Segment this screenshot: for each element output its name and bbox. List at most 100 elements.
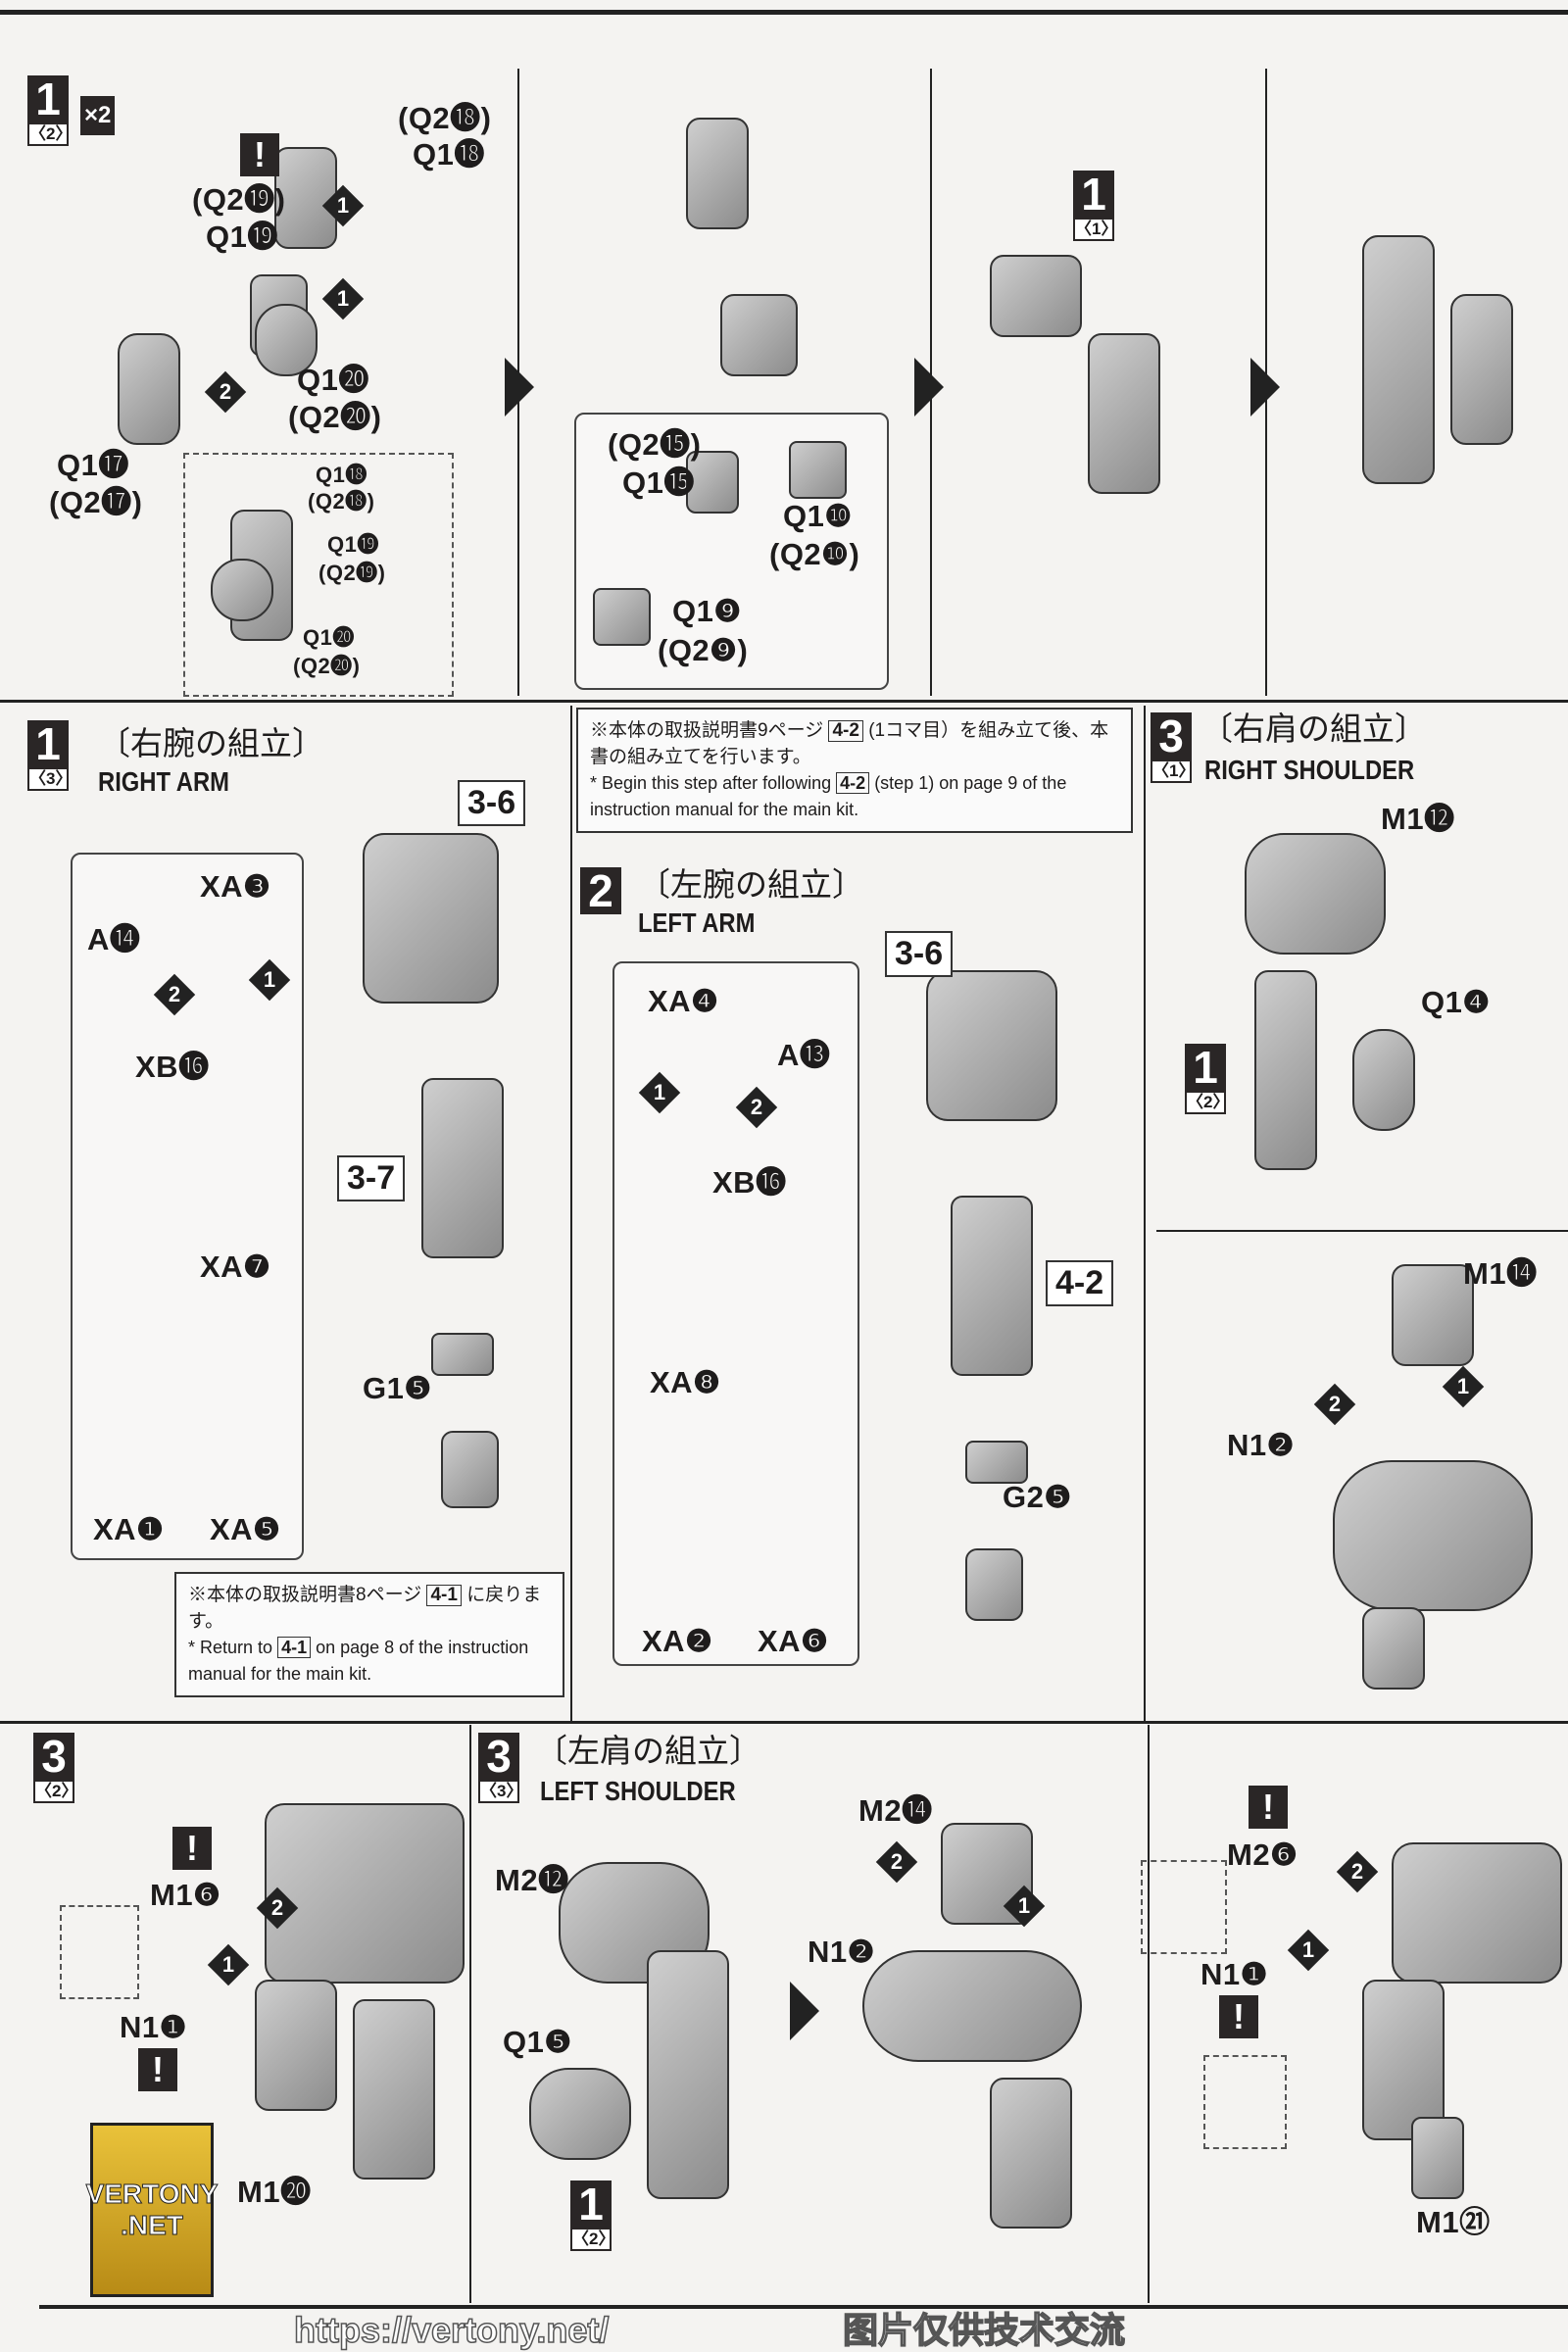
order-number: 1	[1017, 1893, 1031, 1918]
part-number-label: (Q2⓳)	[192, 182, 286, 217]
note-ref: 4-2	[836, 772, 870, 794]
step-number: 3	[1151, 712, 1192, 760]
model-part-illustration	[1333, 1460, 1533, 1611]
note-jp-text: ※本体の取扱説明書8ページ	[188, 1585, 422, 1605]
step-reference-box: 3-6	[458, 780, 526, 826]
section-title-en: RIGHT SHOULDER	[1204, 755, 1415, 785]
divider-line	[39, 2305, 1568, 2309]
part-number-label: M1⓴	[237, 2175, 312, 2209]
detail-dashed-box	[60, 1905, 139, 1999]
part-number-label: XB⓰	[712, 1165, 787, 1200]
part-number-label: XA❸	[200, 869, 271, 904]
part-number-label: G2❺	[1003, 1480, 1072, 1514]
divider-line	[570, 706, 572, 1721]
model-part-illustration	[441, 1431, 499, 1508]
detail-callout-box	[612, 961, 859, 1666]
assembly-order-diamond: 2	[1313, 1383, 1356, 1426]
part-number-label: Q1❺	[503, 2025, 572, 2059]
note-en-text: * Return to	[188, 1638, 273, 1657]
part-number-label: Q1❿	[783, 499, 853, 533]
model-part-illustration	[274, 147, 337, 249]
part-number-label: XA❼	[200, 1250, 271, 1284]
order-number: 1	[221, 1952, 235, 1977]
section-title-en: RIGHT ARM	[98, 766, 229, 797]
model-part-illustration	[421, 1078, 504, 1258]
assembly-order-diamond: 2	[735, 1086, 778, 1129]
step-number: 3	[33, 1733, 74, 1780]
order-number: 2	[1328, 1392, 1342, 1416]
main-kit-note: ※本体の取扱説明書9ページ 4-2 (1コマ目）を組み立て後、本書の組み立てを行…	[576, 708, 1133, 833]
assembly-order-diamond: 1	[1442, 1365, 1485, 1408]
model-part-illustration	[1254, 970, 1317, 1170]
part-number-label: (Q2❿)	[769, 537, 860, 571]
model-part-illustration	[990, 2078, 1072, 2229]
part-number-label: XA❽	[650, 1365, 721, 1399]
part-number-label: XB⓰	[135, 1050, 210, 1084]
part-number-label: M1㉑	[1416, 2205, 1491, 2239]
model-part-illustration	[941, 1823, 1033, 1925]
part-number-label: Q1⓱	[57, 448, 129, 482]
order-number: 1	[336, 193, 350, 218]
model-part-illustration	[255, 304, 318, 376]
watermark-url: https://vertony.net/	[293, 2310, 610, 2351]
step-number: 1	[1073, 171, 1114, 218]
step-sub-number: 〈1〉	[1151, 760, 1195, 783]
step-sub-number: 〈2〉	[27, 122, 72, 146]
caution-icon: !	[240, 133, 279, 176]
note-ref: 4-1	[426, 1585, 462, 1606]
model-part-illustration	[593, 588, 651, 646]
model-part-illustration	[255, 1980, 337, 2111]
part-number-label: M1⓬	[1381, 802, 1455, 836]
part-number-label: M2⓮	[858, 1793, 933, 1828]
note-jp-text: ※本体の取扱説明書9ページ	[590, 720, 824, 741]
part-number-label: M2❻	[1227, 1838, 1298, 1872]
step-number: 1	[1185, 1044, 1226, 1091]
divider-line	[1156, 1230, 1568, 1232]
note-jp-text: に戻ります。	[188, 1585, 542, 1632]
part-number-label: (Q2⓴)	[293, 654, 361, 678]
caution-icon: !	[1219, 1995, 1258, 2038]
part-number-label: N1❷	[808, 1935, 875, 1969]
step-sub-number: 〈2〉	[1185, 1091, 1229, 1114]
assembly-order-diamond: 2	[875, 1840, 918, 1884]
step-badge-row1: 1〈2〉	[27, 75, 72, 146]
part-number-label: Q1⓳	[327, 532, 379, 557]
note-en-text: (step 1) on page 9 of the instruction ma…	[590, 773, 1067, 819]
model-part-illustration	[647, 1950, 729, 2199]
divider-line	[1148, 1725, 1150, 2303]
model-part-illustration	[1362, 1607, 1425, 1690]
note-jp-text: (1コマ目）を組み立て後、本書の組み立てを行います。	[590, 720, 1109, 767]
model-part-illustration	[1411, 2117, 1464, 2199]
note-ref: 4-1	[277, 1637, 312, 1658]
model-part-illustration	[926, 970, 1057, 1121]
part-number-label: Q1⓳	[206, 220, 278, 254]
step-badge-row3: 3〈2〉	[33, 1733, 77, 1803]
part-number-label: G1❺	[363, 1371, 432, 1405]
step-sub-number: 〈3〉	[27, 767, 72, 791]
next-step-arrow-icon	[790, 1982, 819, 2040]
model-part-illustration	[965, 1441, 1028, 1484]
part-number-label: A⓮	[87, 922, 141, 956]
assembly-order-diamond: 1	[207, 1943, 250, 1986]
part-number-label: (Q2⓴)	[288, 400, 382, 434]
model-part-illustration	[862, 1950, 1082, 2062]
assembly-order-diamond: 1	[248, 958, 291, 1002]
model-part-illustration	[990, 255, 1082, 337]
caution-icon: !	[172, 1827, 212, 1870]
assembly-order-diamond: 1	[1287, 1929, 1330, 1972]
caution-icon: !	[138, 2048, 177, 2091]
section-title-jp: 〔右腕の組立〕	[98, 725, 324, 761]
part-number-label: (Q2⓲)	[308, 489, 375, 514]
step-sub-number: 〈1〉	[1073, 218, 1117, 241]
return-note: ※本体の取扱説明書8ページ 4-1 に戻ります。 * Return to 4-1…	[174, 1572, 564, 1697]
step-badge-left-shoulder: 3〈3〉	[478, 1733, 522, 1803]
assembly-order-diamond: 2	[204, 370, 247, 414]
step-ref-badge: 1〈2〉	[1185, 1044, 1229, 1114]
part-number-label: M1❻	[150, 1878, 221, 1912]
note-ref: 4-2	[828, 720, 863, 742]
model-part-illustration	[1088, 333, 1160, 494]
part-number-label: Q1❾	[672, 594, 742, 628]
section-title-en: LEFT ARM	[638, 907, 756, 938]
part-number-label: M2⓬	[495, 1863, 569, 1897]
part-number-label: XA❹	[648, 984, 719, 1018]
